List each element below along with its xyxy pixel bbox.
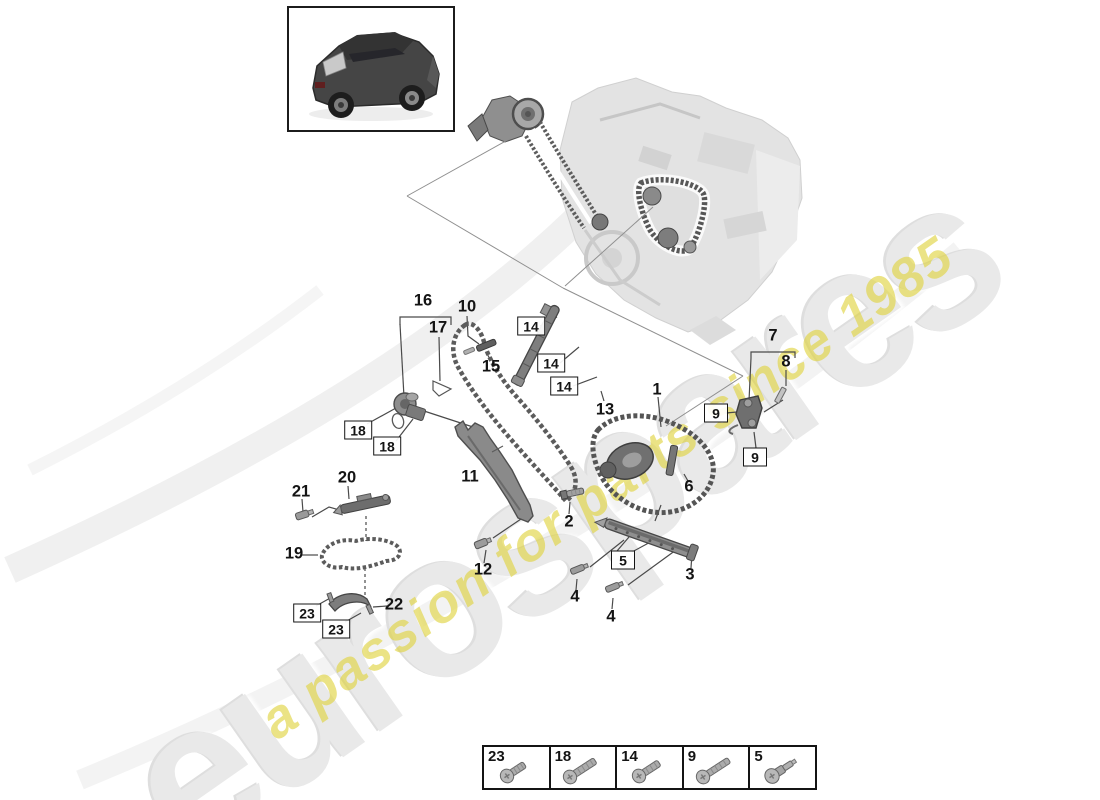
callout-box-14b[interactable]: 14 bbox=[537, 353, 565, 373]
part-7-chain-tensioner bbox=[728, 395, 763, 435]
callout-box-9a[interactable]: 9 bbox=[704, 403, 728, 423]
screw-icon bbox=[696, 757, 731, 785]
callout-15[interactable]: 15 bbox=[481, 357, 501, 376]
callout-13[interactable]: 13 bbox=[595, 400, 615, 419]
legend-number-23: 23 bbox=[488, 748, 505, 765]
callout-8[interactable]: 8 bbox=[781, 352, 791, 371]
screw-icon bbox=[499, 761, 526, 784]
callout-11[interactable]: 11 bbox=[461, 467, 479, 486]
callout-20[interactable]: 20 bbox=[337, 468, 357, 487]
callout-box-23a[interactable]: 23 bbox=[293, 603, 321, 623]
legend-number-18: 18 bbox=[554, 748, 572, 765]
part-2-bolt bbox=[559, 487, 585, 500]
part-10-timing-chain bbox=[451, 321, 578, 505]
legend-number-14: 14 bbox=[621, 748, 638, 765]
callout-box-14a[interactable]: 14 bbox=[517, 316, 545, 336]
callout-box-23b[interactable]: 23 bbox=[322, 619, 350, 639]
part-13-guide-rail bbox=[510, 303, 560, 387]
callout-19[interactable]: 19 bbox=[284, 544, 304, 563]
screw-icon bbox=[631, 760, 661, 784]
part-3-guide-rail bbox=[593, 517, 699, 562]
part-6-guide-piece bbox=[665, 444, 679, 476]
part-11-guide-rail bbox=[454, 419, 534, 523]
callout-22[interactable]: 22 bbox=[384, 595, 404, 614]
callout-17[interactable]: 17 bbox=[428, 318, 448, 337]
part-4-bolt-b bbox=[604, 580, 625, 593]
part-21-bolt bbox=[294, 508, 315, 521]
callout-4b[interactable]: 4 bbox=[606, 607, 616, 626]
legend-item-5[interactable]: 5 bbox=[748, 747, 815, 788]
part-1-timing-chain bbox=[590, 413, 716, 516]
suv-image bbox=[309, 32, 440, 121]
engine-overview bbox=[559, 77, 803, 345]
callout-box-5[interactable]: 5 bbox=[611, 550, 635, 570]
callout-3[interactable]: 3 bbox=[685, 565, 695, 584]
part-22-guide bbox=[326, 591, 375, 615]
fastener-legend: 23 18 14 bbox=[482, 745, 817, 790]
callout-box-9b[interactable]: 9 bbox=[743, 447, 767, 467]
callout-7[interactable]: 7 bbox=[768, 326, 778, 345]
leader-lines bbox=[301, 315, 796, 623]
callout-2[interactable]: 2 bbox=[564, 512, 574, 531]
legend-item-14[interactable]: 14 bbox=[615, 747, 682, 788]
callout-lines bbox=[406, 131, 744, 427]
part-20-tensioner-blade bbox=[332, 492, 391, 516]
legend-number-9: 9 bbox=[687, 748, 697, 765]
screw-icon bbox=[563, 757, 597, 785]
engine-timing-chain-highlight bbox=[467, 95, 711, 257]
callout-12[interactable]: 12 bbox=[473, 560, 493, 579]
callout-4a[interactable]: 4 bbox=[570, 587, 580, 606]
callout-box-14c[interactable]: 14 bbox=[550, 376, 578, 396]
callout-21[interactable]: 21 bbox=[291, 482, 311, 501]
callout-box-18b[interactable]: 18 bbox=[373, 436, 401, 456]
callout-10[interactable]: 10 bbox=[457, 297, 477, 316]
callout-16[interactable]: 16 bbox=[413, 291, 433, 310]
legend-number-5: 5 bbox=[754, 748, 763, 765]
legend-item-18[interactable]: 18 bbox=[548, 747, 616, 788]
legend-item-9[interactable]: 9 bbox=[681, 747, 749, 788]
part-8-pin bbox=[774, 386, 787, 404]
part-19-chain bbox=[319, 536, 402, 571]
part-12-bolt bbox=[473, 537, 493, 550]
callout-1[interactable]: 1 bbox=[652, 380, 662, 399]
part-16-17-tensioner-assembly bbox=[391, 380, 453, 430]
part-15-pin bbox=[463, 338, 497, 355]
screw-icon bbox=[764, 758, 798, 784]
callout-box-18a[interactable]: 18 bbox=[344, 420, 372, 440]
legend-item-23[interactable]: 23 bbox=[484, 747, 549, 788]
vehicle-thumbnail[interactable] bbox=[287, 6, 455, 132]
callout-6[interactable]: 6 bbox=[684, 477, 694, 496]
part-4-bolt-a bbox=[569, 562, 590, 575]
